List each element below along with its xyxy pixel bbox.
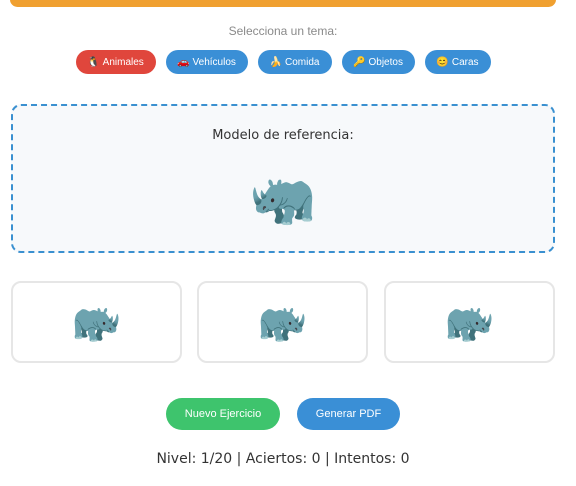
smiley-face-icon: 😊: [436, 56, 449, 68]
theme-button-animales[interactable]: 🐧 Animales: [75, 50, 156, 74]
penguin-icon: 🐧: [87, 56, 100, 68]
theme-button-vehiculos[interactable]: 🚗 Vehículos: [165, 50, 248, 74]
rhinoceros-icon: 🦏: [444, 299, 495, 345]
new-exercise-button[interactable]: Nuevo Ejercicio: [166, 398, 280, 430]
rhinoceros-icon: 🦏: [249, 166, 317, 229]
banana-icon: 🍌: [269, 56, 282, 68]
option-card-3[interactable]: 🦏: [384, 281, 555, 363]
theme-selector-label: Selecciona un tema:: [228, 24, 338, 38]
theme-button-label: Comida: [284, 56, 320, 68]
option-card-2[interactable]: 🦏: [197, 281, 368, 363]
reference-model-title: Modelo de referencia:: [212, 128, 354, 143]
car-icon: 🚗: [177, 56, 190, 68]
option-card-1[interactable]: 🦏: [11, 281, 182, 363]
game-status: Nivel: 1/20 | Aciertos: 0 | Intentos: 0: [156, 451, 410, 467]
theme-button-label: Vehículos: [192, 56, 236, 68]
reference-model-panel: Modelo de referencia: 🦏: [11, 104, 555, 253]
theme-button-objetos[interactable]: 🔑 Objetos: [341, 50, 415, 74]
theme-button-label: Caras: [451, 56, 479, 68]
theme-button-label: Objetos: [368, 56, 403, 68]
theme-button-label: Animales: [102, 56, 144, 68]
theme-button-caras[interactable]: 😊 Caras: [424, 50, 491, 74]
theme-button-comida[interactable]: 🍌 Comida: [257, 50, 332, 74]
generate-pdf-button[interactable]: Generar PDF: [297, 398, 400, 430]
theme-selector: 🐧 Animales 🚗 Vehículos 🍌 Comida 🔑 Objeto…: [0, 50, 566, 74]
rhinoceros-icon: 🦏: [257, 299, 308, 345]
key-icon: 🔑: [353, 56, 366, 68]
rhinoceros-icon: 🦏: [71, 299, 122, 345]
top-accent-bar: [10, 0, 556, 7]
